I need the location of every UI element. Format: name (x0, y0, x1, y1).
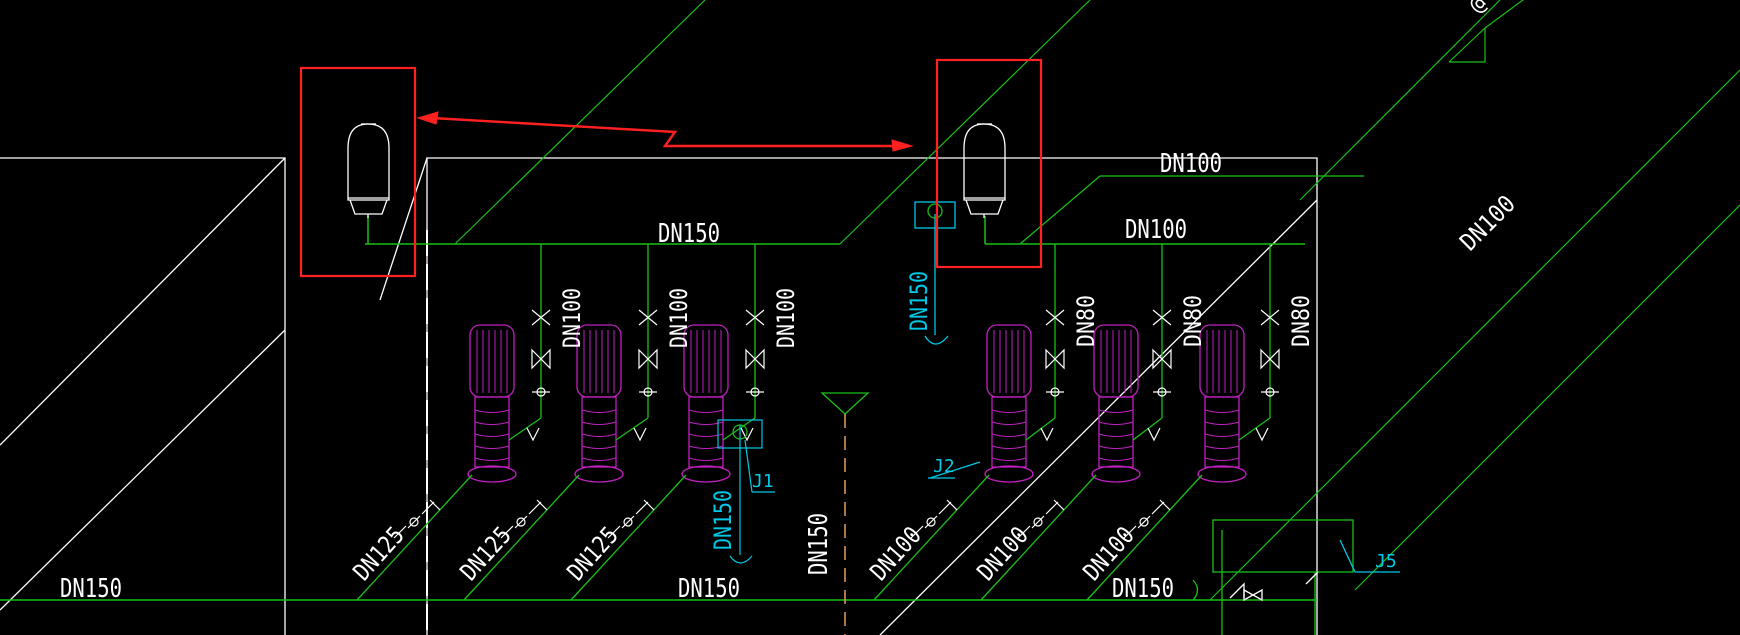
label-branch-5: DN80 (1179, 295, 1207, 347)
valve-assembly-j5 (1192, 519, 1400, 635)
tag-leaders (717, 419, 981, 564)
tag-j2: J2 (933, 456, 955, 477)
label-branch-6: DN80 (1287, 295, 1315, 347)
drain-funnel (820, 392, 870, 635)
label-branch-2: DN100 (665, 288, 693, 348)
label-main-bottom: DN150 (678, 574, 740, 604)
label-main-bottom-right: DN150 (1112, 574, 1174, 604)
label-riser-left: DN150 (709, 490, 737, 550)
label-header-right-lower: DN100 (1125, 215, 1187, 245)
pressure-tank-left[interactable] (299, 66, 417, 278)
pump-group (356, 244, 1280, 601)
pump-6[interactable] (1086, 244, 1280, 601)
label-branch-4: DN80 (1072, 295, 1100, 347)
label-main-left: DN150 (60, 574, 122, 604)
tag-j5: J5 (1375, 551, 1397, 572)
pressure-tank-right[interactable] (935, 58, 1043, 269)
tag-j1: J1 (752, 471, 774, 492)
pump-4[interactable] (873, 244, 1065, 601)
label-branch-3: DN100 (772, 288, 800, 348)
label-diag-right: DN100 (1454, 190, 1520, 256)
diagonal-pipes (454, 0, 1740, 601)
riser-connection (914, 201, 956, 345)
label-header-right-upper: DN100 (1160, 149, 1222, 179)
pump-1[interactable] (356, 244, 551, 601)
double-arrow (416, 111, 914, 152)
label-header-left: DN150 (658, 219, 720, 249)
pump-5[interactable] (980, 244, 1172, 601)
pump-2[interactable] (463, 244, 658, 601)
pump-3[interactable] (570, 244, 765, 601)
label-riser-right: DN150 (905, 271, 933, 331)
corner-glyph: @ (1465, 0, 1492, 18)
label-branch-1: DN100 (558, 288, 586, 348)
discharge-headers (365, 216, 1305, 245)
label-drain: DN150 (804, 513, 834, 575)
